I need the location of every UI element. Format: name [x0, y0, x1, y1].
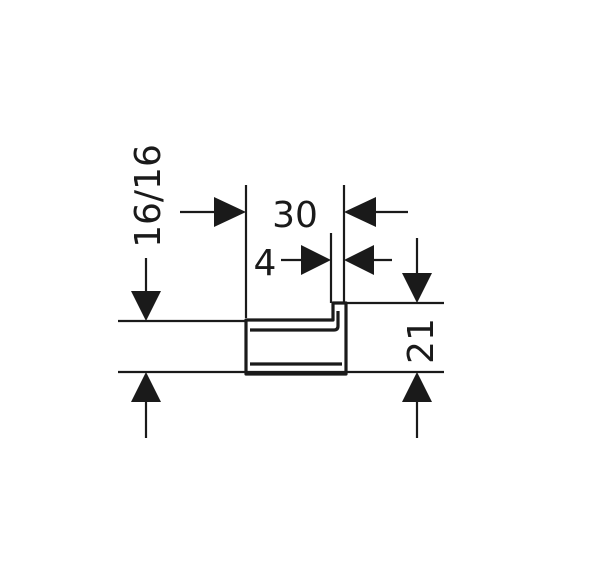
- dimension-side-label: 16/16: [128, 144, 169, 248]
- dimension-30-label: 30: [272, 195, 318, 236]
- dimension-4-right-arrow: [344, 245, 392, 275]
- dimension-21-label: 21: [401, 318, 442, 364]
- channel-profile: [244, 301, 348, 376]
- dimension-30-left-arrow: [180, 197, 246, 227]
- dimension-side-bottom-arrow: [131, 372, 161, 438]
- dimension-4-left-arrow: [281, 245, 331, 275]
- dimension-21-top-arrow: [402, 238, 432, 303]
- dimension-4-label: 4: [254, 243, 277, 284]
- dimension-side-top-arrow: [131, 258, 161, 321]
- dimension-30-right-arrow: [344, 197, 408, 227]
- dimension-21-bottom-arrow: [402, 372, 432, 438]
